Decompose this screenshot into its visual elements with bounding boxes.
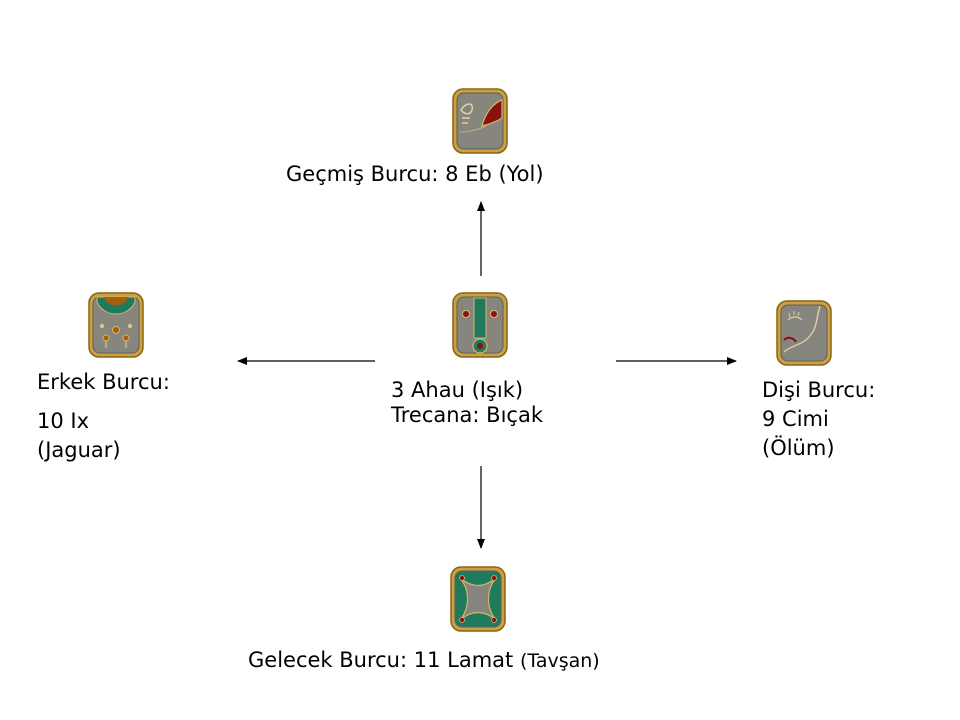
male-sign-label: Erkek Burcu: 10 Ix (Jaguar) <box>37 368 170 465</box>
past-sign-label: Geçmiş Burcu: 8 Eb (Yol) <box>286 160 544 189</box>
female-sign-number: 9 Cimi <box>762 407 829 431</box>
female-sign-name: (Ölüm) <box>762 436 835 460</box>
ix-glyph-icon <box>88 292 144 358</box>
eb-glyph-icon <box>452 88 508 154</box>
center-sign-label: 3 Ahau (Işık) Trecana: Bıçak <box>391 376 543 430</box>
female-sign-label: Dişi Burcu: 9 Cimi (Ölüm) <box>762 376 875 463</box>
center-sign-name: 3 Ahau (Işık) <box>391 378 524 402</box>
future-sign-label: Gelecek Burcu: 11 Lamat (Tavşan) <box>248 646 600 676</box>
center-trecana: Trecana: Bıçak <box>391 403 543 427</box>
past-sign-text: Geçmiş Burcu: 8 Eb <box>286 162 499 186</box>
male-sign-name: (Jaguar) <box>37 438 121 462</box>
future-sign-suffix: (Tavşan) <box>519 650 600 672</box>
ahau-glyph-icon <box>452 292 508 358</box>
future-sign-text: Gelecek Burcu: 11 Lamat <box>248 648 520 672</box>
female-sign-title: Dişi Burcu: <box>762 378 876 402</box>
past-sign-suffix: (Yol) <box>498 162 544 186</box>
lamat-glyph-icon <box>450 566 506 632</box>
male-sign-number: 10 Ix <box>37 409 90 433</box>
cimi-glyph-icon <box>776 300 832 366</box>
male-sign-title: Erkek Burcu: <box>37 370 170 394</box>
